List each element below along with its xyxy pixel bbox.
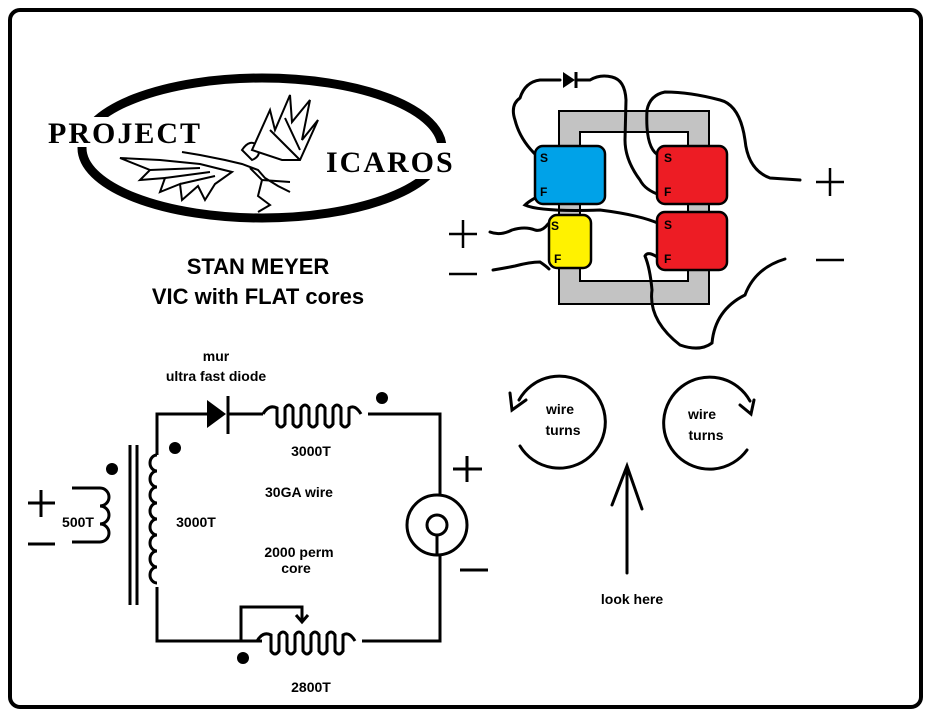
bottom-choke-polarity-dot [237, 652, 249, 664]
top-choke-polarity-dot [376, 392, 388, 404]
title-line-1: STAN MEYER [187, 254, 330, 279]
wire-blue-to-red [522, 191, 662, 226]
project-icaros-logo: PROJECT ICAROS [42, 73, 475, 223]
diode-label-mur: mur [203, 348, 230, 364]
page-border [8, 8, 923, 709]
right-turns-label: turns [689, 427, 724, 443]
cw-winding-arrow-icon [662, 375, 752, 471]
choke-lower-start-label: S [664, 218, 672, 232]
wire-cell-to-bottom [362, 540, 442, 643]
flat-core [558, 110, 710, 305]
variable-tap-wire [239, 605, 304, 641]
secondary-coil-yellow [547, 213, 593, 270]
logo-word-icaros: ICAROS [326, 146, 455, 179]
choke-upper-start-label: S [664, 151, 672, 165]
diode-label-ultra-fast: ultra fast diode [166, 368, 267, 384]
primary-turns-label: 500T [62, 514, 94, 530]
icarus-figure-icon [119, 94, 319, 213]
vic-schematic: mur ultra fast diode 3000T 500T 3000T 30… [28, 348, 488, 695]
ccw-arrow-head [508, 391, 528, 413]
core-diode-icon [563, 72, 575, 88]
variable-tap-arrow-icon [294, 614, 310, 625]
cw-arrow-head [738, 398, 756, 417]
wire-red-upper-loop [645, 90, 802, 182]
secondary-polarity-dot [169, 442, 181, 454]
secondary-coil-start-label: S [551, 219, 559, 233]
primary-coil-blue [533, 144, 607, 206]
wire-input-plus [488, 222, 550, 236]
top-choke-inductor [261, 403, 363, 429]
wire-output-minus-loop [643, 252, 787, 350]
wire-diode-loop [511, 74, 662, 197]
wire-secondary-to-diode [155, 412, 207, 455]
core-wires [488, 74, 802, 350]
secondary-winding [148, 453, 158, 585]
wire-bottom-to-secondary [155, 587, 262, 643]
logo-text-mask-left [42, 117, 202, 147]
primary-coil-finish-label: F [540, 185, 547, 199]
ccw-winding-arrow-icon [517, 374, 607, 470]
look-here-label: look here [601, 591, 663, 607]
title-line-2: VIC with FLAT cores [152, 284, 364, 309]
water-cell-inner [425, 513, 449, 537]
logo-word-project: PROJECT [48, 117, 202, 150]
bottom-variable-choke-inductor [255, 630, 357, 656]
choke-lower-finish-label: F [664, 252, 671, 266]
choke-upper-finish-label: F [664, 185, 671, 199]
wire-input-minus [491, 260, 551, 272]
primary-coil-start-label: S [540, 151, 548, 165]
winding-direction: wire turns wire turns look here [508, 374, 756, 607]
top-choke-turns-label: 3000T [291, 443, 331, 459]
schematic-diode-icon [207, 400, 226, 428]
core-label: core [281, 560, 311, 576]
core-polarity-marks [449, 168, 844, 276]
choke-coil-upper-red [655, 144, 729, 206]
wire-choke-to-cell [368, 412, 442, 496]
primary-polarity-dot [106, 463, 118, 475]
flat-core-diagram: S F S F S F S F [449, 72, 844, 350]
core-perm-label: 2000 perm [264, 544, 333, 560]
secondary-coil-finish-label: F [554, 252, 561, 266]
logo-text-mask-right [325, 143, 475, 179]
look-here-arrow-head-icon [610, 461, 644, 511]
choke-coil-lower-red [655, 210, 729, 272]
right-wire-label: wire [687, 406, 716, 422]
secondary-turns-label: 3000T [176, 514, 216, 530]
wire-gauge-label: 30GA wire [265, 484, 333, 500]
primary-winding [72, 486, 111, 544]
left-wire-label: wire [545, 401, 574, 417]
bottom-choke-turns-label: 2800T [291, 679, 331, 695]
left-turns-label: turns [546, 422, 581, 438]
